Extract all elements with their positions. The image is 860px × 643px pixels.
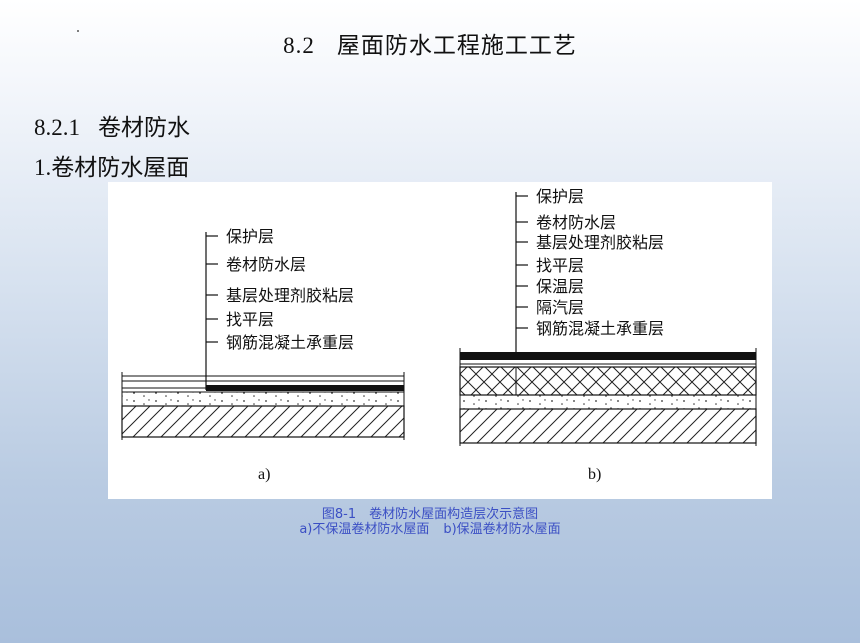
section-text: 卷材防水	[98, 115, 190, 140]
figure-caption-title: 图8-1 卷材防水屋面构造层次示意图	[321, 507, 539, 522]
diagram-a-label: a)	[258, 466, 270, 483]
layer-a-1: 保护层	[226, 228, 274, 246]
caption-part-a: a)不保温卷材防水屋面	[299, 522, 430, 537]
section-heading: 8.2.1 卷材防水	[34, 108, 190, 142]
diagram-b-label: b)	[588, 466, 601, 483]
layer-a-3: 基层处理剂胶粘层	[226, 287, 354, 305]
decorative-dot	[77, 30, 79, 32]
layer-a-5: 钢筋混凝土承重层	[226, 334, 354, 352]
layer-a-2: 卷材防水层	[226, 256, 306, 274]
diagram-b: 保护层 卷材防水层 基层处理剂胶粘层 找平层 保温层 隔汽层 钢筋混凝土承重层 …	[459, 188, 757, 483]
layer-b-5: 保温层	[536, 278, 584, 296]
title-number: 8.2	[283, 33, 315, 58]
diagram-a: 保护层 卷材防水层 基层处理剂胶粘层 找平层 钢筋混凝土承重层 a)	[121, 228, 405, 483]
layer-b-3: 基层处理剂胶粘层	[536, 234, 664, 252]
roof-construction-figure: 保护层 卷材防水层 基层处理剂胶粘层 找平层 钢筋混凝土承重层 a)	[108, 182, 772, 499]
caption-part-b: b)保温卷材防水屋面	[443, 522, 561, 537]
figure-drawing: 保护层 卷材防水层 基层处理剂胶粘层 找平层 钢筋混凝土承重层 a)	[121, 188, 757, 483]
section-number: 8.2.1	[34, 115, 80, 140]
layer-b-6: 隔汽层	[536, 299, 584, 317]
figure-caption-subtitle: a)不保温卷材防水屋面 b)保温卷材防水屋面	[0, 522, 860, 537]
layer-b-2: 卷材防水层	[536, 214, 616, 232]
title-text: 屋面防水工程施工工艺	[336, 33, 577, 58]
layer-b-1: 保护层	[536, 188, 584, 206]
subsection-heading: 1.卷材防水屋面	[34, 155, 190, 180]
layer-b-7: 钢筋混凝土承重层	[536, 320, 664, 338]
page-title: 8.2 屋面防水工程施工工艺	[0, 26, 860, 60]
layer-b-4: 找平层	[536, 257, 584, 275]
layer-a-4: 找平层	[226, 311, 274, 329]
